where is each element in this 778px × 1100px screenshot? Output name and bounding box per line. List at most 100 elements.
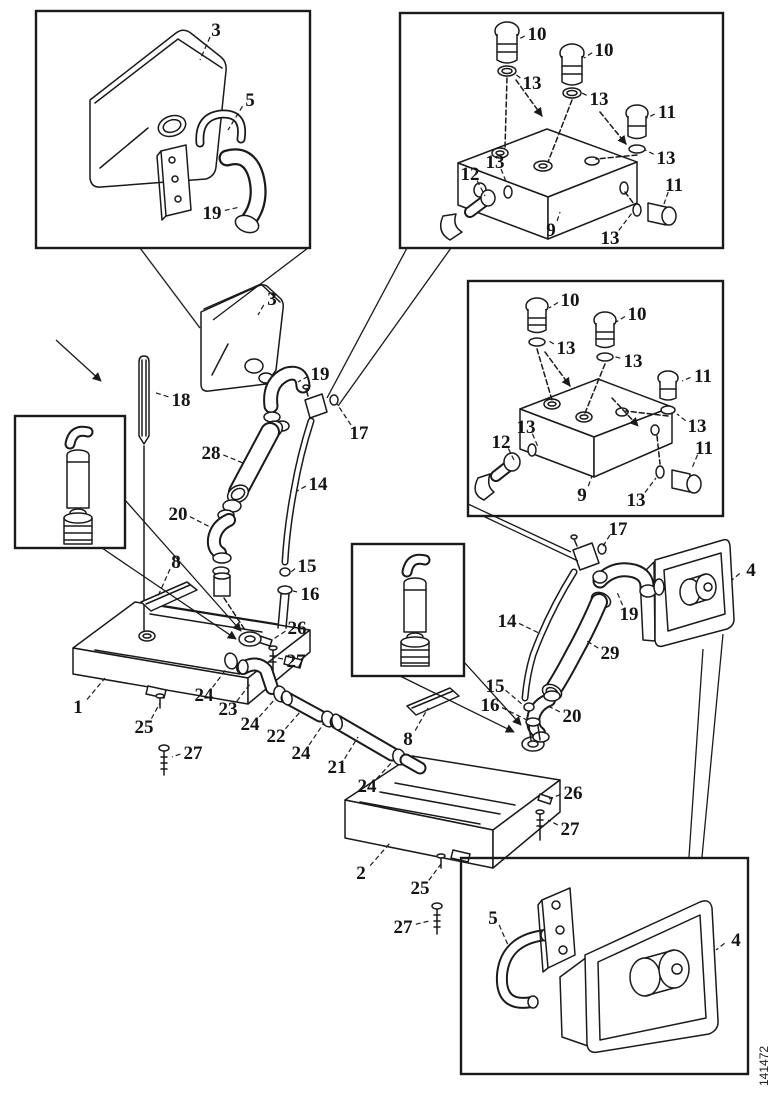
- callout-leader-28: [223, 454, 244, 464]
- callout-leader-1: [86, 677, 106, 700]
- callout-leader-11: [691, 454, 699, 469]
- callout-27: 27: [394, 917, 414, 938]
- callout-leader-13: [644, 149, 654, 155]
- callout-leader-4: [715, 942, 725, 951]
- callout-26: 26: [564, 783, 583, 804]
- callout-leader-13: [612, 355, 621, 359]
- callout-13: 13: [627, 490, 646, 511]
- callout-leader-11: [663, 191, 669, 205]
- callout-19: 19: [620, 604, 639, 625]
- callout-leader-24: [258, 697, 277, 718]
- callout-10: 10: [528, 24, 547, 45]
- inset-frame-clamp-cover-detail: [459, 856, 750, 1076]
- callout-13: 13: [657, 148, 676, 169]
- callout-13: 13: [601, 228, 620, 249]
- callout-leader-25: [150, 702, 161, 719]
- callout-leader-10: [548, 302, 559, 309]
- main-right-hoses-and-cover: [406, 534, 735, 743]
- callout-leader-11: [681, 376, 691, 382]
- callout-25: 25: [135, 717, 154, 738]
- inset-frame-heat-shield-detail: [34, 9, 312, 250]
- callout-leader-25: [428, 863, 442, 881]
- callout-leader-22: [284, 711, 301, 730]
- callout-19: 19: [311, 364, 330, 385]
- callout-leader-16: [292, 590, 298, 593]
- callout-8: 8: [171, 552, 181, 573]
- callout-9: 9: [577, 485, 587, 506]
- inset-fitting-block-lower-drawing: [474, 297, 702, 501]
- callout-leader-26: [271, 630, 286, 641]
- callout-leader-13: [500, 168, 508, 185]
- callout-leader-12: [507, 448, 515, 461]
- callout-14: 14: [309, 474, 329, 495]
- callout-13: 13: [523, 73, 542, 94]
- callout-13: 13: [517, 417, 536, 438]
- inset-frame-filler-neck-detail-left: [13, 414, 127, 550]
- callout-13: 13: [624, 351, 643, 372]
- callout-leader-27: [277, 657, 284, 660]
- inset-frames: [13, 9, 750, 1076]
- inset-filler-neck-right-drawing: [400, 553, 431, 667]
- callout-21: 21: [328, 757, 347, 778]
- callout-leader-10: [583, 52, 593, 59]
- callout-15: 15: [486, 676, 505, 697]
- callout-leader-5: [227, 106, 243, 131]
- inset-frame-fitting-block-detail-upper: [398, 11, 725, 250]
- callout-leader-13: [676, 413, 686, 422]
- callout-10: 10: [628, 304, 647, 325]
- callout-11: 11: [695, 438, 713, 459]
- callout-leader-29: [584, 639, 599, 649]
- callout-leader-15: [290, 568, 296, 573]
- inset-fitting-block-upper-drawing: [439, 21, 677, 241]
- inset-filler-neck-left-drawing: [63, 425, 94, 545]
- inset-clamp-cover-detail-drawing: [495, 887, 719, 1054]
- callout-leader-19: [224, 206, 241, 212]
- callout-leader-19: [297, 375, 309, 383]
- callout-4: 4: [731, 930, 741, 951]
- callout-leader-17: [336, 403, 352, 426]
- callout-leader-13: [513, 72, 521, 79]
- callout-10: 10: [595, 40, 614, 61]
- callout-26: 26: [288, 618, 307, 639]
- callout-leader-10: [615, 316, 626, 323]
- callout-28: 28: [202, 443, 221, 464]
- callout-17: 17: [350, 423, 370, 444]
- callout-10: 10: [561, 290, 580, 311]
- callout-leader-20: [547, 705, 561, 713]
- callout-9: 9: [546, 220, 556, 241]
- inset-heat-shield-detail-drawing: [89, 29, 267, 234]
- callout-19: 19: [203, 203, 222, 224]
- inset-frame-fitting-block-detail-lower: [466, 279, 725, 518]
- callout-leader-24: [212, 667, 228, 688]
- callout-24: 24: [358, 776, 378, 797]
- callout-leader-2: [369, 842, 391, 867]
- callout-23: 23: [219, 699, 238, 720]
- callout-4: 4: [746, 560, 756, 581]
- callout-3: 3: [267, 289, 277, 310]
- tank-crossover-hose-chain: [224, 652, 427, 775]
- callout-leader-5: [498, 924, 509, 946]
- callout-leader-13: [531, 433, 539, 448]
- main-shield-and-left-hoses: [55, 283, 339, 642]
- callout-leader-10: [516, 35, 526, 41]
- callout-12: 12: [492, 432, 511, 453]
- callout-leader-21: [344, 736, 359, 760]
- callout-2: 2: [356, 863, 366, 884]
- callout-leader-27: [171, 753, 181, 758]
- callout-29: 29: [601, 643, 620, 664]
- callout-16: 16: [301, 584, 320, 605]
- right-fuel-tank-drawing: [344, 736, 561, 935]
- callout-leader-14: [518, 622, 542, 635]
- inset-frame-filler-neck-detail-right: [350, 542, 466, 678]
- callout-1: 1: [73, 697, 83, 718]
- callout-25: 25: [411, 878, 430, 899]
- callout-13: 13: [557, 338, 576, 359]
- callout-leader-13: [644, 477, 657, 493]
- figure-number: 141472: [757, 1046, 771, 1086]
- callout-11: 11: [658, 102, 676, 123]
- callout-leader-18: [152, 391, 169, 398]
- callout-leader-9: [556, 211, 561, 222]
- callout-13: 13: [486, 152, 505, 173]
- callout-5: 5: [488, 908, 498, 929]
